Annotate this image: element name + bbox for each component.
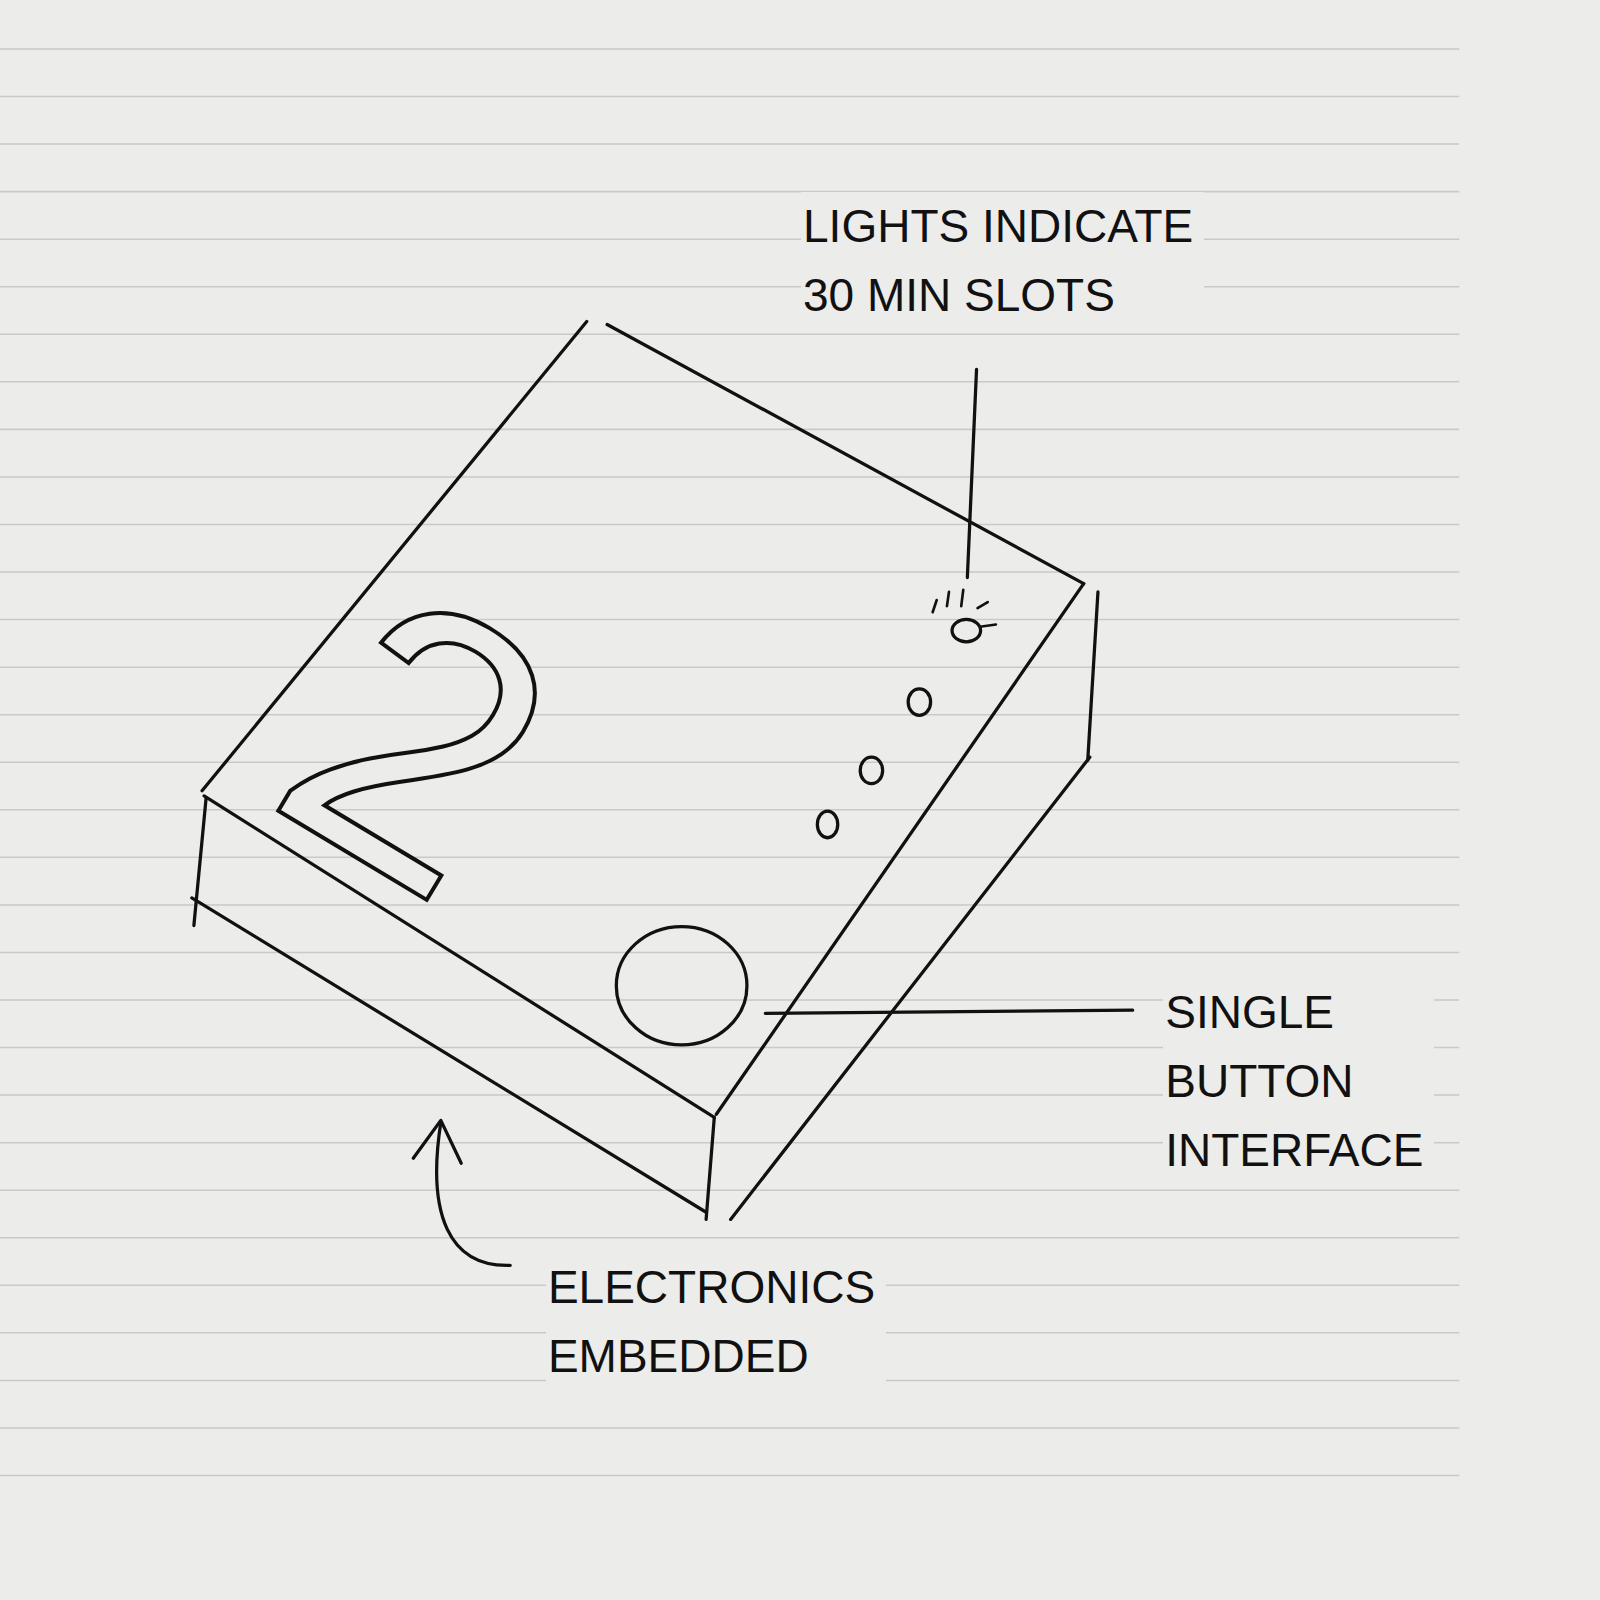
box-edge <box>731 757 1090 1219</box>
box-edge <box>1088 592 1098 760</box>
ruled-line <box>0 571 1459 573</box>
ruled-line <box>0 48 1459 50</box>
indicator-light <box>860 757 882 784</box>
callout-label: LIGHTS INDICATE 30 MIN SLOTS <box>801 192 1204 330</box>
leader-line <box>765 1010 1132 1013</box>
callout-label: SINGLE BUTTON INTERFACE <box>1163 978 1434 1185</box>
ruled-line <box>0 714 1459 716</box>
ruled-line <box>0 96 1459 98</box>
ruled-line <box>0 476 1459 478</box>
ruled-line <box>0 191 1459 193</box>
ruled-line <box>0 761 1459 763</box>
ruled-line <box>0 1427 1459 1429</box>
ruled-line <box>0 1189 1459 1191</box>
ruled-line <box>0 429 1459 431</box>
ruled-line <box>0 952 1459 954</box>
push-button <box>616 927 747 1045</box>
ruled-line <box>0 809 1459 811</box>
ruled-line <box>0 143 1459 145</box>
ruled-line <box>0 1475 1459 1477</box>
ruled-line <box>0 857 1459 859</box>
device-drawing <box>192 321 1133 1265</box>
ruled-line <box>0 619 1459 621</box>
leader-line <box>967 369 976 577</box>
ruled-line <box>0 1237 1459 1239</box>
arrow-head <box>413 1120 461 1163</box>
light-rays <box>933 590 996 627</box>
box-edge <box>192 898 706 1212</box>
ruled-line <box>0 286 1459 288</box>
box-edge <box>706 1117 714 1219</box>
ruled-line <box>0 524 1459 526</box>
leader-arrow <box>437 1122 511 1265</box>
box-edge <box>716 584 1083 1115</box>
indicator-light <box>817 811 837 838</box>
ruled-line <box>0 904 1459 906</box>
ruled-line <box>0 238 1459 240</box>
callout-label: ELECTRONICS EMBEDDED <box>546 1253 886 1391</box>
ruled-line <box>0 666 1459 668</box>
ruled-line <box>0 334 1459 336</box>
box-edge <box>607 324 1084 583</box>
indicator-light <box>952 619 981 641</box>
ruled-lines <box>0 49 1459 1476</box>
ruled-line <box>0 381 1459 383</box>
indicator-light <box>908 689 930 716</box>
device-numeral: 2 <box>232 526 609 961</box>
